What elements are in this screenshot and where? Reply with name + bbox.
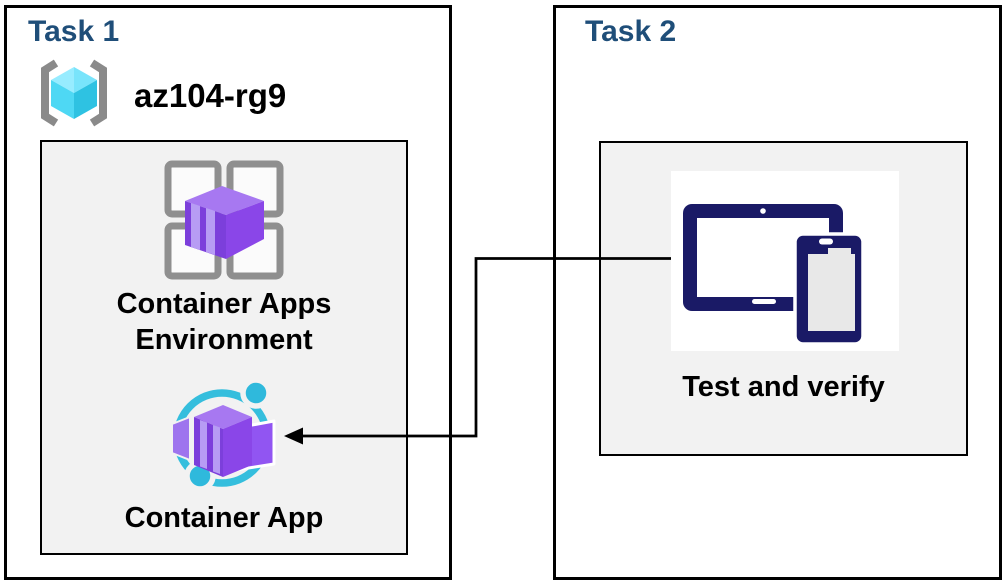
container-apps-environment-icon <box>163 160 285 282</box>
environment-caption-line1: Container Apps <box>116 288 332 320</box>
task2-inner-panel: Test and verify <box>599 141 968 456</box>
environment-caption: Container Apps Environment <box>42 286 406 358</box>
container-app-icon <box>164 377 284 500</box>
task1-inner-panel: Container Apps Environment Containe <box>40 140 408 555</box>
resource-group-row: az104-rg9 <box>31 56 286 135</box>
task2-box: Task 2 Test and verify <box>553 5 1002 580</box>
container-app-caption: Container App <box>124 502 324 534</box>
resource-group-icon <box>31 56 117 135</box>
resource-group-name: az104-rg9 <box>134 76 287 114</box>
task2-title: Task 2 <box>585 15 677 48</box>
task1-box: Task 1 az104-rg9 <box>4 5 452 580</box>
tablet-and-phone-icon <box>671 171 899 351</box>
task1-title: Task 1 <box>28 15 120 48</box>
test-and-verify-caption: Test and verify <box>682 371 885 403</box>
environment-caption-line2: Environment <box>135 324 313 356</box>
